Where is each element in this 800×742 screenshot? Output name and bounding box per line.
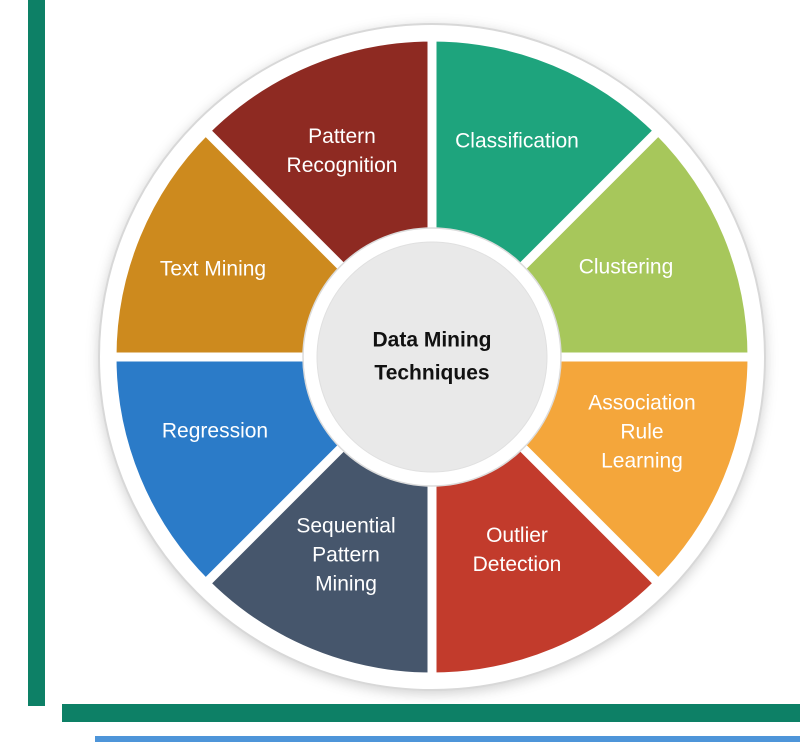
segment-text-mining-label: Text Mining xyxy=(159,257,267,281)
bottom-blue-line xyxy=(95,736,800,742)
bottom-accent-bar xyxy=(62,704,800,722)
segment-pattern-recognition-label: Pattern Recognition xyxy=(286,125,398,177)
segment-association-rule-learning-label: Association Rule Learning xyxy=(588,391,696,473)
segment-clustering-label: Clustering xyxy=(578,255,674,279)
segment-regression-label: Regression xyxy=(161,419,269,443)
left-accent-bar xyxy=(28,0,45,706)
center-title: Data Mining Techniques xyxy=(372,328,492,384)
segment-classification-label: Classification xyxy=(455,129,579,153)
segment-sequential-pattern-mining-label: Sequential Pattern Mining xyxy=(296,514,396,596)
segment-outlier-detection-label: Outlier Detection xyxy=(472,524,562,576)
center-hub-circle xyxy=(316,241,548,473)
